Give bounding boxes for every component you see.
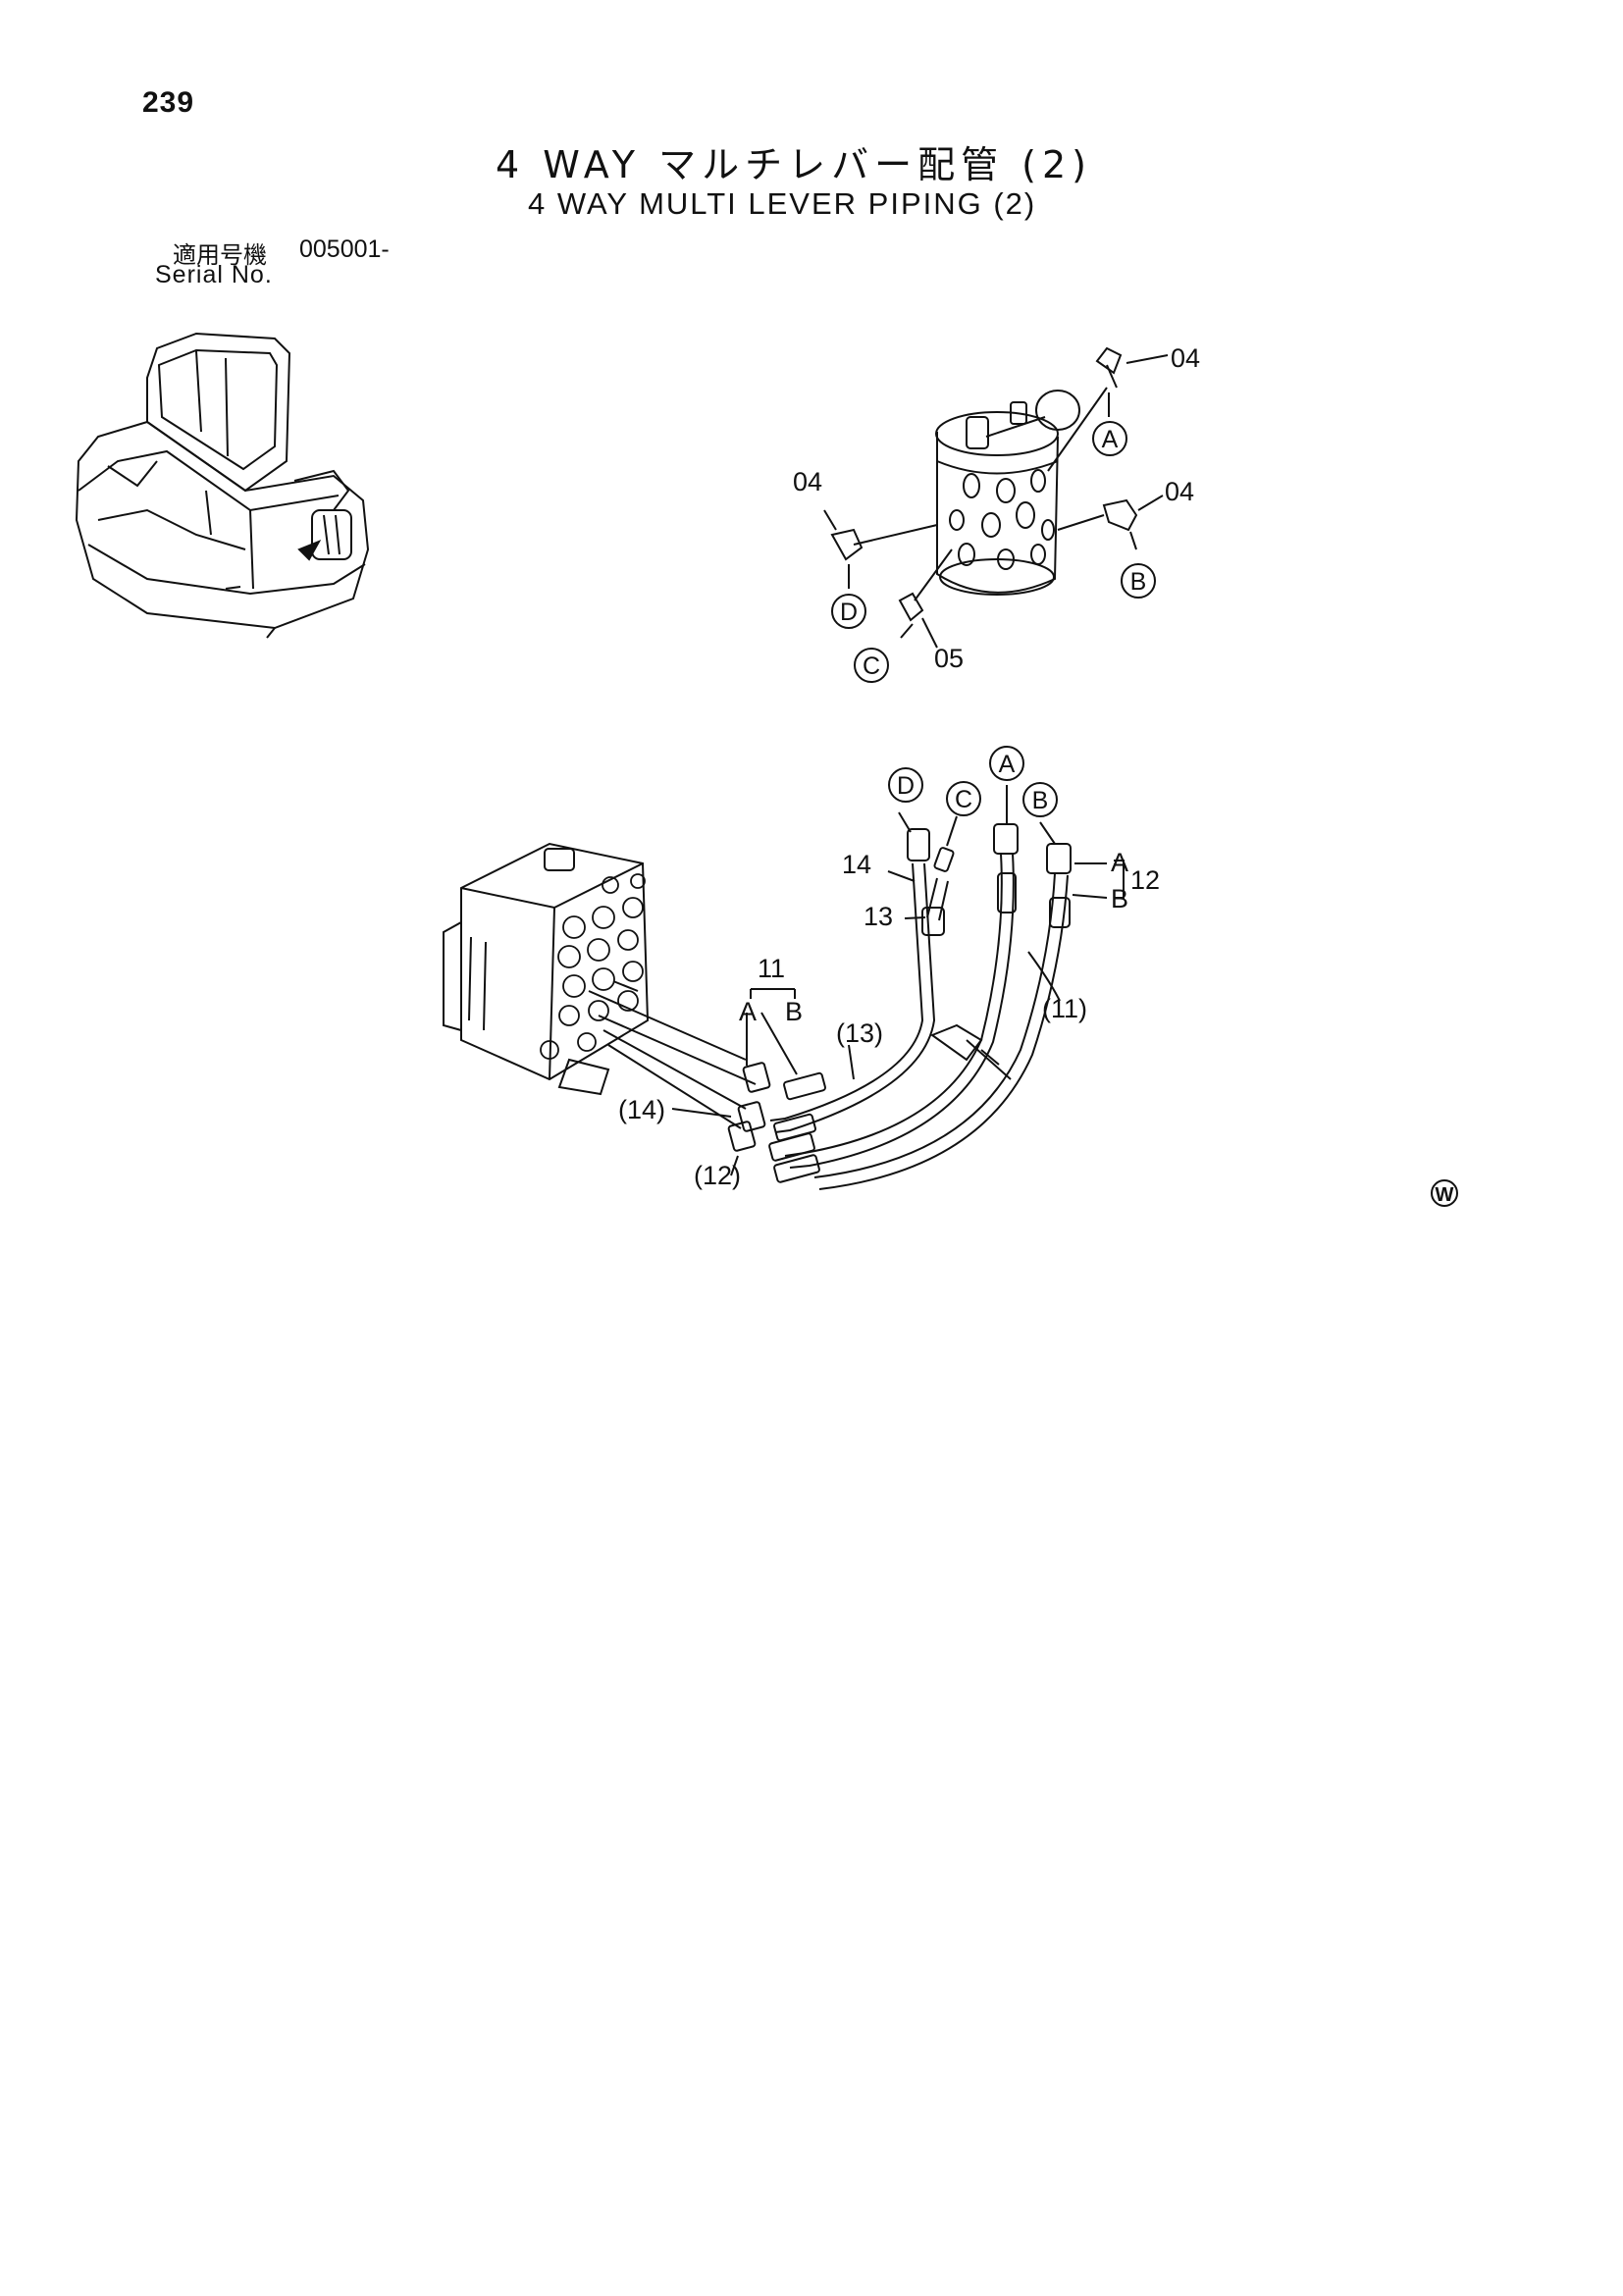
callout-11: 11: [758, 954, 785, 983]
callout-04-left: 04: [793, 467, 822, 496]
excavator-illustration: [75, 332, 370, 639]
valve-port-b-label: B: [1130, 568, 1147, 596]
serial-number-value: 005001-: [299, 235, 390, 263]
callout-12: 12: [1130, 865, 1160, 895]
callout-04-top: 04: [1171, 343, 1200, 373]
callout-14-paren: (14): [618, 1095, 665, 1124]
hose-port-a-label: A: [999, 751, 1016, 778]
callout-12-b: B: [1111, 884, 1128, 913]
valve-port-c-label: C: [863, 652, 880, 680]
callout-11-a: A: [739, 997, 757, 1026]
callout-12-paren: (12): [694, 1161, 741, 1190]
valve-port-d-label: D: [840, 599, 858, 626]
callout-04-right: 04: [1165, 477, 1194, 506]
page-title-japanese: 4 WAY マルチレバー配管 (2): [496, 143, 1092, 186]
serial-label-japanese: 適用号機: [173, 241, 267, 269]
control-valve-block: [443, 842, 757, 1129]
page-number: 239: [142, 86, 195, 119]
hose-port-b-label: B: [1032, 787, 1049, 814]
corner-mark-w: W: [1436, 1184, 1454, 1206]
callout-14: 14: [842, 850, 871, 879]
callout-13: 13: [864, 902, 893, 931]
callout-05: 05: [934, 644, 964, 673]
hose-assembly: [671, 785, 1125, 1190]
page-title-english: 4 WAY MULTI LEVER PIPING (2): [528, 186, 1037, 221]
callout-12-a: A: [1111, 848, 1128, 877]
hose-port-d-label: D: [897, 772, 915, 800]
multi-lever-valve: [823, 346, 1169, 649]
callout-11-b: B: [785, 997, 803, 1026]
valve-port-a-label: A: [1102, 426, 1119, 453]
hose-port-c-label: C: [955, 786, 972, 813]
serial-label-english: Serial No.: [155, 261, 273, 288]
callout-11-paren: (11): [1042, 994, 1087, 1023]
callout-13-paren: (13): [836, 1018, 883, 1048]
